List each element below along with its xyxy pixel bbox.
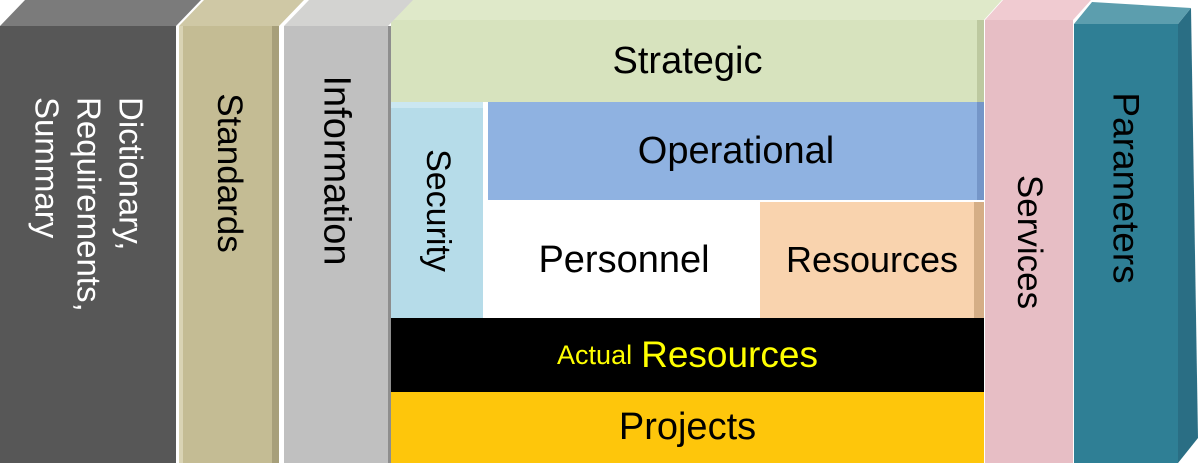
- block-projects: Projects: [391, 392, 984, 463]
- strategic-label: Strategic: [612, 39, 763, 82]
- slab-services: Services: [985, 20, 1073, 463]
- parameters-side-face: [1178, 8, 1198, 463]
- parameters-label: Parameters: [1106, 91, 1148, 284]
- services-label: Services: [1010, 174, 1049, 309]
- parameters-top-face: [1074, 2, 1191, 24]
- security-top-bevel: [391, 102, 483, 108]
- standards-label: Standards: [210, 92, 249, 253]
- operational-label: Operational: [637, 129, 835, 172]
- security-label: Security: [418, 148, 457, 272]
- slab-standards: Standards: [179, 26, 279, 463]
- block-personnel: Personnel: [488, 202, 760, 318]
- services-top-face: [985, 0, 1091, 20]
- block-security: Security: [391, 102, 483, 318]
- dictionary-label-line1: Dictionary,: [112, 97, 150, 251]
- block-strategic: Strategic: [391, 20, 984, 102]
- strategic-top-face: [391, 0, 1002, 20]
- information-top-face: [284, 0, 413, 26]
- dictionary-label: Dictionary, Requirements, Summary: [25, 97, 152, 312]
- dictionary-label-line2: Requirements,: [70, 97, 108, 312]
- standards-top-face: [179, 0, 304, 26]
- operational-right-edge: [977, 102, 984, 200]
- standards-right-edge: [272, 26, 279, 463]
- slab-dictionary: Dictionary, Requirements, Summary: [0, 26, 176, 463]
- strategic-right-edge: [977, 20, 984, 102]
- information-label: Information: [315, 75, 358, 266]
- dictionary-top-face: [0, 0, 201, 26]
- slab-information: Information: [284, 26, 388, 463]
- actual-resources-label-main: Resources: [641, 334, 818, 375]
- dictionary-label-line3: Summary: [27, 97, 65, 239]
- block-resources: Resources: [760, 202, 984, 318]
- projects-label: Projects: [618, 406, 757, 448]
- personnel-label: Personnel: [538, 238, 710, 281]
- resources-right-edge: [974, 202, 984, 318]
- block-actual-resources: Actual Resources: [391, 318, 984, 392]
- resources-label: Resources: [785, 239, 959, 280]
- slab-parameters: Parameters: [1074, 24, 1178, 463]
- standards-left-edge: [179, 26, 183, 463]
- block-operational: Operational: [488, 102, 984, 200]
- actual-resources-label-prefix: Actual: [557, 339, 633, 370]
